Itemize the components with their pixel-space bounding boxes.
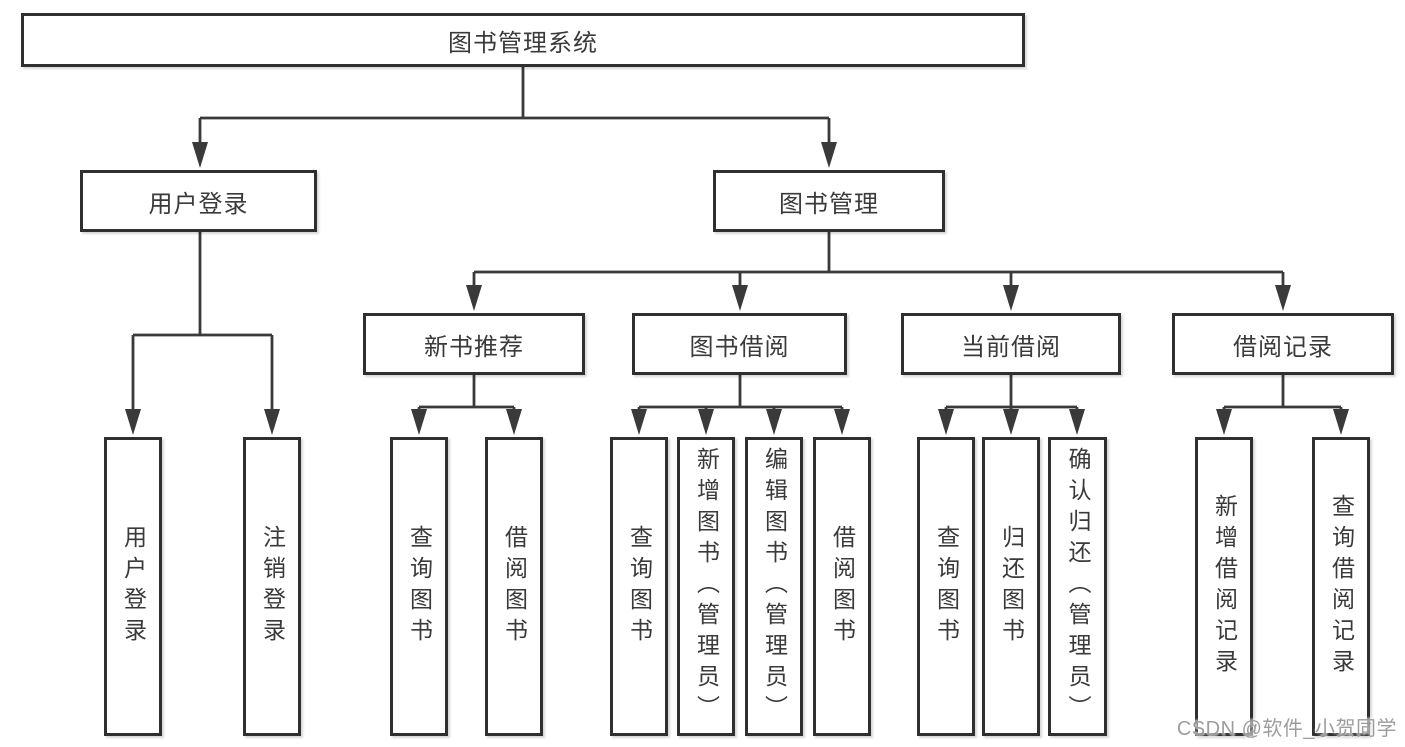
- leaf-user-login: 用户登录: [104, 437, 162, 736]
- connector-bookborrow-to-leaves: [631, 375, 850, 435]
- leaf-borrow-books-recommend-label: 借阅图书: [501, 524, 528, 649]
- node-borrowing-records: 借阅记录: [1172, 313, 1394, 375]
- leaf-add-borrow-record-label: 新增借阅记录: [1211, 493, 1238, 680]
- node-new-book-recommendation: 新书推荐: [363, 313, 585, 375]
- leaf-borrow-books-label: 借阅图书: [829, 524, 856, 649]
- node-current-borrowing: 当前借阅: [901, 313, 1121, 375]
- node-library-system: 图书管理系统: [21, 13, 1025, 67]
- connector-book-mgmt-to-level3: [466, 232, 1291, 311]
- node-book-borrowing: 图书借阅: [632, 313, 847, 375]
- leaf-logout-label: 注销登录: [259, 524, 286, 649]
- leaf-return-books-label: 归还图书: [998, 524, 1025, 649]
- node-new-book-recommendation-label: 新书推荐: [424, 333, 524, 361]
- leaf-query-books-current: 查询图书: [917, 437, 975, 736]
- leaf-query-books-recommend-label: 查询图书: [406, 524, 433, 649]
- connector-user-login-to-leaves: [125, 232, 280, 435]
- connector-borrowrecords-to-leaves: [1216, 375, 1349, 435]
- leaf-query-books-borrow: 查询图书: [610, 437, 668, 736]
- node-current-borrowing-label: 当前借阅: [961, 333, 1061, 361]
- node-borrowing-records-label: 借阅记录: [1233, 333, 1333, 361]
- leaf-query-borrow-record-label: 查询借阅记录: [1328, 493, 1355, 680]
- node-book-management-label: 图书管理: [779, 190, 879, 218]
- leaf-logout: 注销登录: [243, 437, 301, 736]
- connector-newbook-to-leaves: [411, 375, 522, 435]
- node-user-login-label: 用户登录: [148, 190, 249, 218]
- leaf-return-books: 归还图书: [982, 437, 1040, 736]
- node-book-management: 图书管理: [713, 170, 945, 232]
- leaf-user-login-label: 用户登录: [120, 524, 147, 649]
- leaf-edit-books-admin: 编辑图书（管理员）: [745, 437, 803, 736]
- leaf-confirm-return-admin-label: 确认归还（管理员）: [1065, 447, 1091, 726]
- leaf-query-books-recommend: 查询图书: [390, 437, 448, 736]
- node-user-login: 用户登录: [80, 170, 317, 232]
- leaf-query-borrow-record: 查询借阅记录: [1312, 437, 1370, 736]
- connector-root-to-level2: [192, 67, 837, 168]
- leaf-borrow-books: 借阅图书: [813, 437, 871, 736]
- node-book-borrowing-label: 图书借阅: [689, 333, 790, 361]
- leaf-confirm-return-admin: 确认归还（管理员）: [1048, 437, 1107, 736]
- leaf-query-books-current-label: 查询图书: [933, 524, 960, 649]
- leaf-query-books-borrow-label: 查询图书: [626, 524, 653, 649]
- watermark: CSDN @软件_小贺同学: [1176, 718, 1397, 740]
- leaf-add-books-admin: 新增图书（管理员）: [677, 437, 735, 736]
- leaf-edit-books-admin-label: 编辑图书（管理员）: [761, 447, 788, 726]
- leaf-borrow-books-recommend: 借阅图书: [485, 437, 543, 736]
- leaf-add-borrow-record: 新增借阅记录: [1195, 437, 1253, 736]
- connector-currentborrow-to-leaves: [938, 375, 1085, 435]
- node-library-system-label: 图书管理系统: [448, 29, 598, 57]
- leaf-add-books-admin-label: 新增图书（管理员）: [693, 447, 720, 726]
